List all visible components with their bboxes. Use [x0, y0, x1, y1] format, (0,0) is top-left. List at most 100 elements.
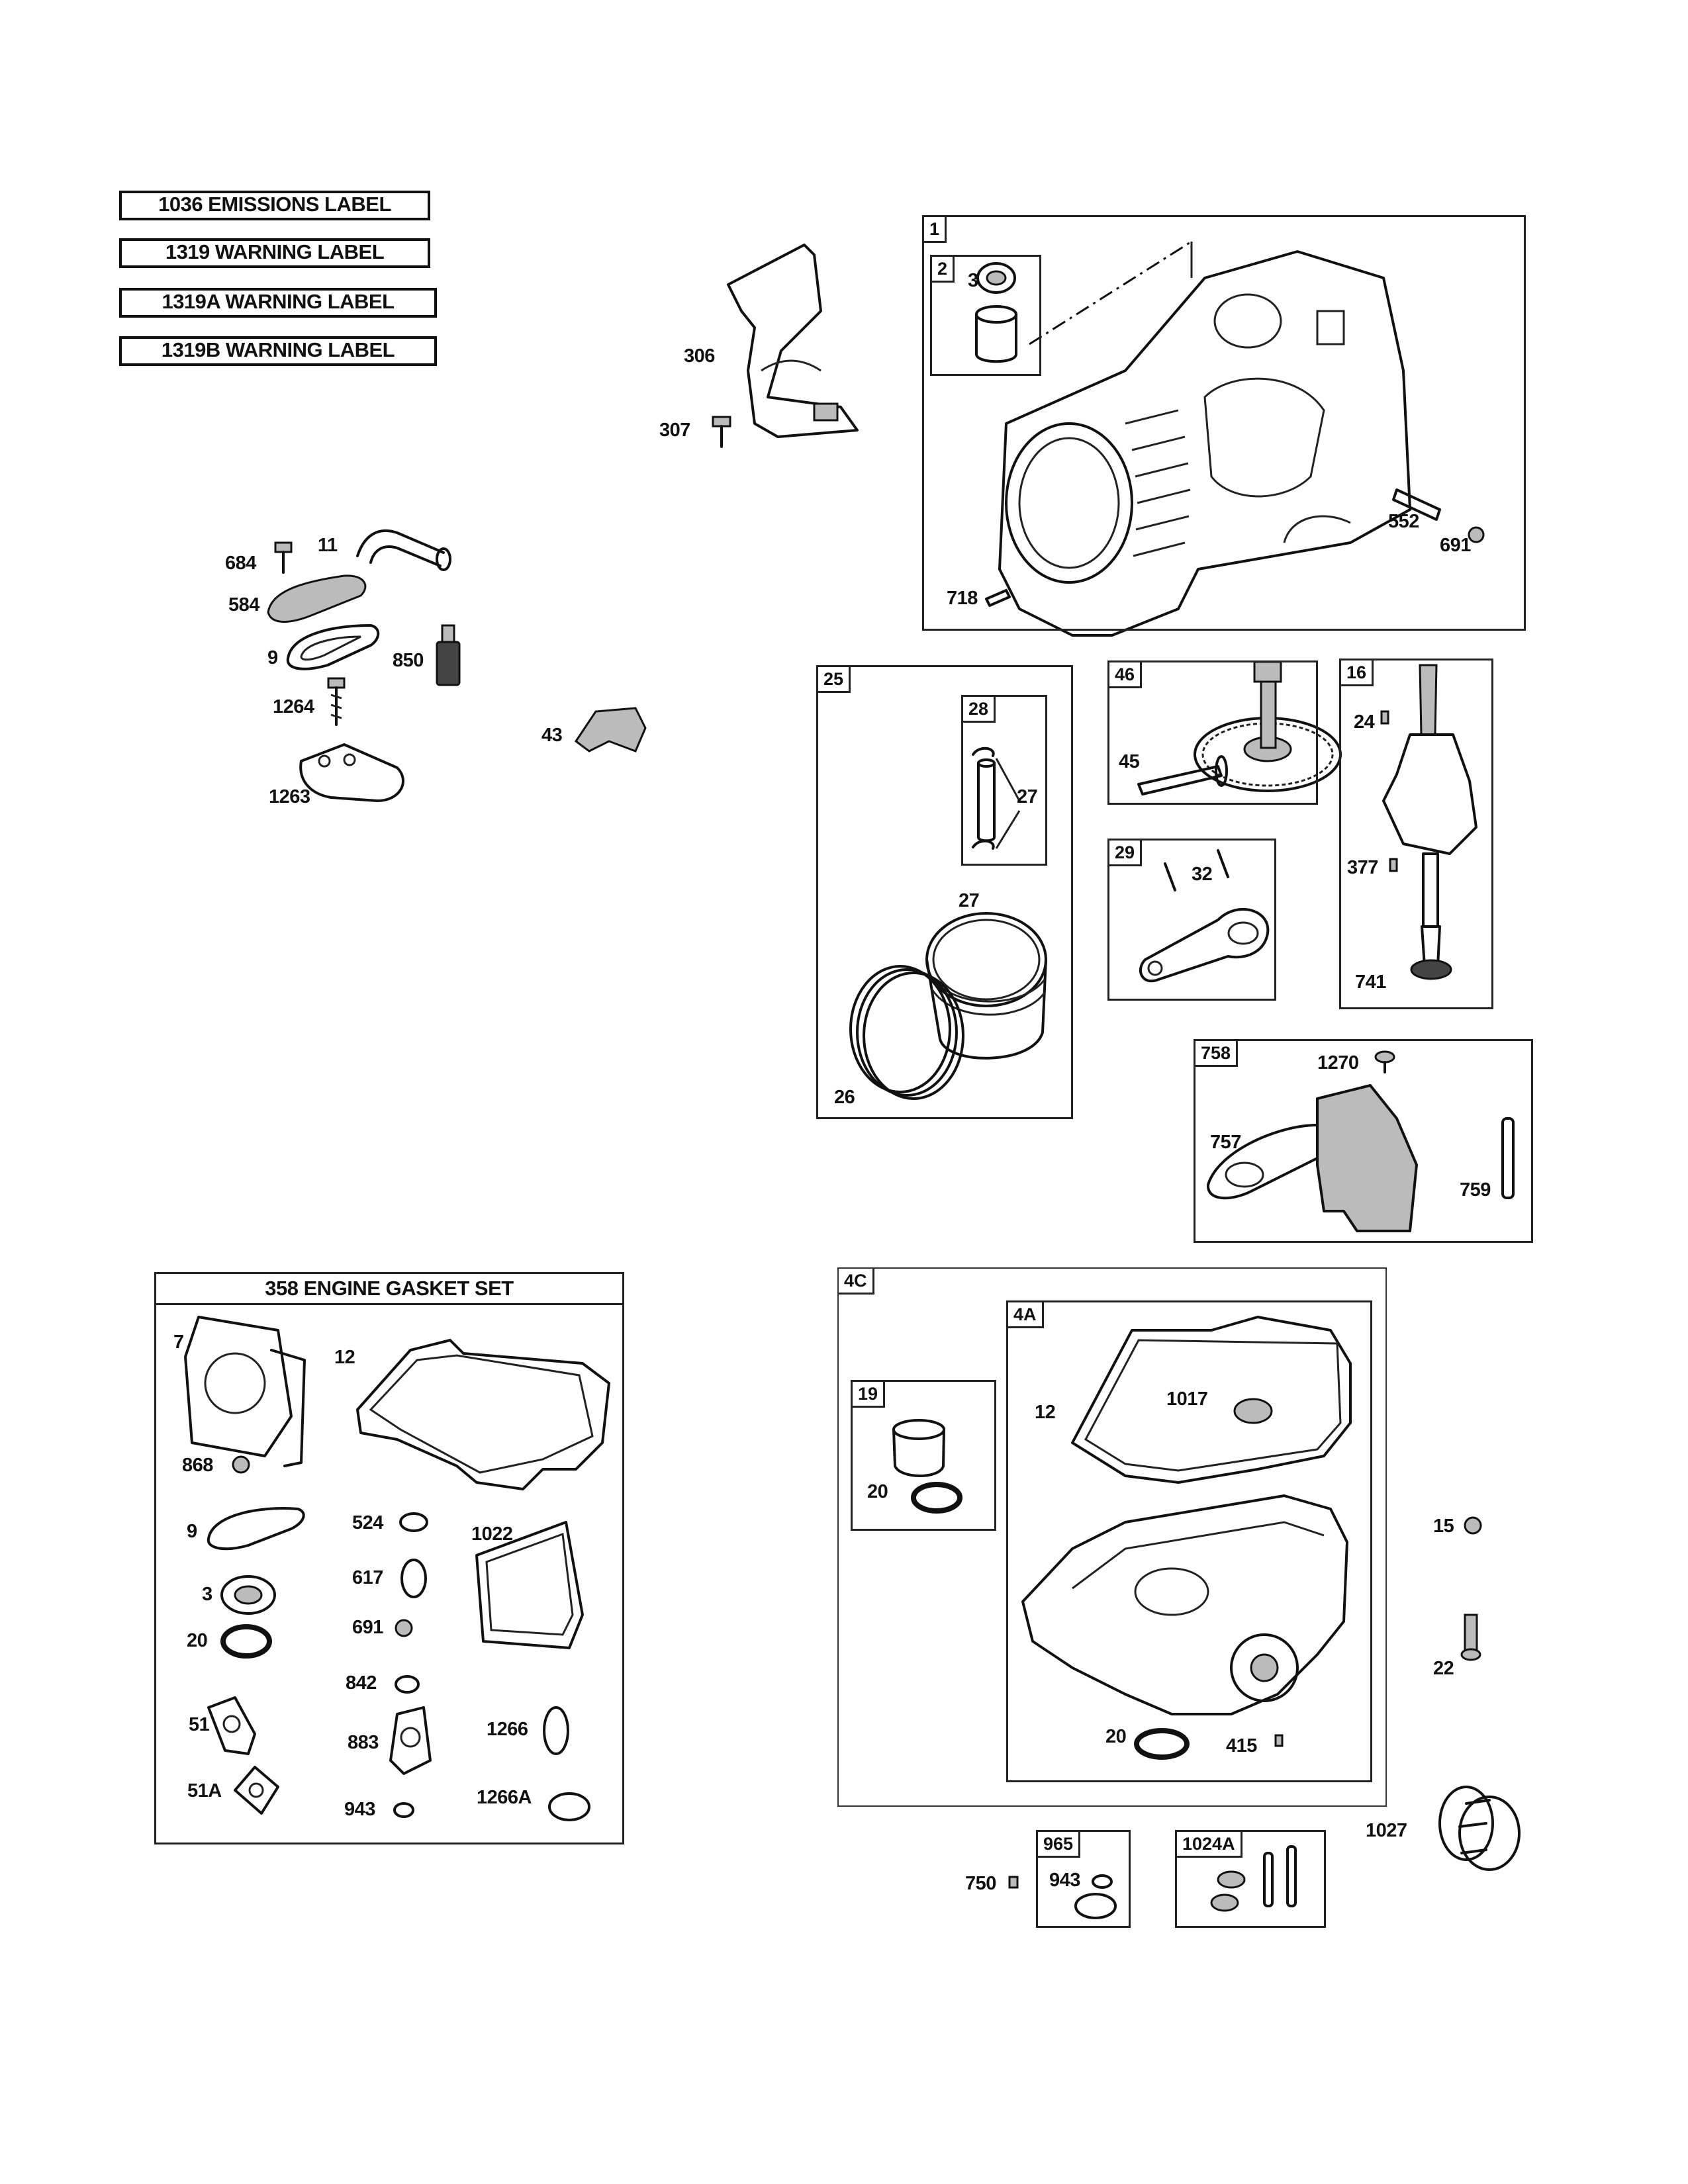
bottle-850-drawing [436, 624, 461, 686]
warning-label-tag: 1319 WARNING LABEL [119, 238, 430, 268]
callout-584: 584 [228, 594, 259, 615]
callout-12-gasket: 12 [334, 1347, 355, 1368]
callout-7: 7 [173, 1332, 184, 1353]
callout-1270: 1270 [1317, 1052, 1359, 1073]
callout-22: 22 [1433, 1658, 1454, 1679]
kit-1024A-panel: 1024A [1175, 1830, 1326, 1928]
sump-subpanel: 4A [1006, 1300, 1372, 1782]
panel-tag-965: 965 [1038, 1832, 1081, 1858]
callout-27-pin-clip: 27 [1017, 786, 1038, 807]
callout-684: 684 [225, 553, 256, 574]
plate-1263-drawing [299, 743, 404, 802]
bolt-32-drawing [1164, 849, 1229, 891]
panel-tag-16: 16 [1341, 660, 1374, 686]
governor-panel: 758 [1194, 1039, 1533, 1243]
panel-tag-4A: 4A [1008, 1302, 1044, 1328]
key-24-drawing [1380, 710, 1389, 725]
panel-tag-28: 28 [963, 697, 996, 723]
callout-43: 43 [541, 725, 563, 746]
callout-1263: 1263 [269, 786, 310, 807]
callout-883: 883 [348, 1732, 379, 1753]
screw-307-drawing [712, 416, 731, 448]
callout-20-bushing: 20 [867, 1481, 888, 1502]
cam-gear-panel: 46 [1107, 660, 1318, 805]
panel-tag-29: 29 [1109, 841, 1143, 866]
callout-307: 307 [659, 420, 690, 441]
warning-label-b-tag: 1319B WARNING LABEL [119, 336, 437, 366]
gasket-9-drawing [286, 624, 380, 670]
callout-757: 757 [1210, 1132, 1241, 1153]
warning-label-a-tag: 1319A WARNING LABEL [119, 288, 437, 318]
callout-1266: 1266 [487, 1719, 528, 1740]
callout-617: 617 [352, 1567, 383, 1588]
panel-tag-4C: 4C [839, 1269, 874, 1295]
callout-11: 11 [318, 535, 338, 556]
crankshaft-drawing [1382, 664, 1477, 980]
callout-1264: 1264 [273, 696, 314, 717]
callout-718: 718 [947, 588, 978, 609]
screw-684-drawing [274, 541, 293, 574]
callout-850: 850 [393, 650, 424, 671]
screw-750-drawing [1008, 1876, 1019, 1889]
crankshaft-panel: 16 [1339, 659, 1493, 1009]
bolt-1264-drawing [327, 677, 346, 726]
bracket-43-drawing [574, 707, 647, 752]
leader-line [1029, 240, 1192, 345]
callout-943-kit: 943 [1049, 1870, 1080, 1891]
clip-27-drawing [972, 747, 1021, 850]
connecting-rod-panel: 29 [1107, 839, 1276, 1001]
callout-12-sump: 12 [1035, 1402, 1056, 1423]
panel-tag-46: 46 [1109, 662, 1143, 688]
callout-377: 377 [1347, 857, 1378, 878]
callout-759: 759 [1460, 1179, 1491, 1201]
kit-1024A-drawing [1210, 1845, 1297, 1912]
bolt-22-drawing [1460, 1614, 1481, 1661]
callout-45: 45 [1119, 751, 1140, 772]
piston-pin-subpanel: 28 [961, 695, 1047, 866]
callout-552: 552 [1388, 511, 1419, 532]
callout-15: 15 [1433, 1516, 1454, 1537]
callout-9: 9 [267, 647, 278, 668]
bushing-subpanel: 19 [851, 1380, 996, 1531]
cylinder-block-drawing [998, 250, 1411, 637]
callout-842: 842 [346, 1672, 377, 1694]
panel-tag-2: 2 [932, 257, 955, 283]
callout-1017: 1017 [1166, 1388, 1208, 1410]
pin-552-drawing [1392, 488, 1441, 521]
governor-drawing [1207, 1084, 1418, 1232]
callout-691-gasket: 691 [352, 1617, 383, 1638]
callout-741: 741 [1355, 972, 1386, 993]
sump-panel: 4C [837, 1267, 1387, 1807]
callout-51: 51 [189, 1714, 210, 1735]
panel-tag-1: 1 [924, 217, 947, 243]
callout-691: 691 [1440, 535, 1471, 556]
o-ring-943-drawing [1074, 1874, 1117, 1919]
callout-306: 306 [684, 345, 715, 367]
cylinder-block-panel: 1 [922, 215, 1526, 631]
callout-26: 26 [834, 1087, 855, 1108]
ring-set-26-drawing [849, 965, 964, 1100]
sump-artwork [892, 1316, 1352, 1760]
plug-691-drawing [1468, 526, 1485, 543]
callout-750: 750 [965, 1873, 996, 1894]
shaft-45-drawing [1137, 755, 1228, 796]
sleeve-drawing [975, 305, 1017, 363]
emissions-label-tag: 1036 EMISSIONS LABEL [119, 191, 430, 220]
callout-1027: 1027 [1366, 1820, 1407, 1841]
screw-1270-drawing [1374, 1050, 1395, 1073]
shield-306-drawing [727, 244, 859, 438]
gasket-set-artwork [184, 1316, 610, 1821]
piston-drawing [925, 912, 1047, 1060]
piston-panel: 25 [816, 665, 1073, 1119]
panel-tag-25: 25 [818, 667, 851, 693]
callout-524: 524 [352, 1512, 383, 1533]
pin-718-drawing [985, 589, 1011, 607]
callout-24: 24 [1354, 711, 1375, 733]
pin-759-drawing [1501, 1117, 1515, 1199]
callout-20-gasket: 20 [187, 1630, 208, 1651]
engine-gasket-set-panel: 358 ENGINE GASKET SET [154, 1272, 624, 1844]
oil-filter-1027-drawing [1438, 1786, 1521, 1871]
panel-tag-1024A: 1024A [1177, 1832, 1243, 1858]
cam-gear-drawing [1194, 660, 1342, 792]
